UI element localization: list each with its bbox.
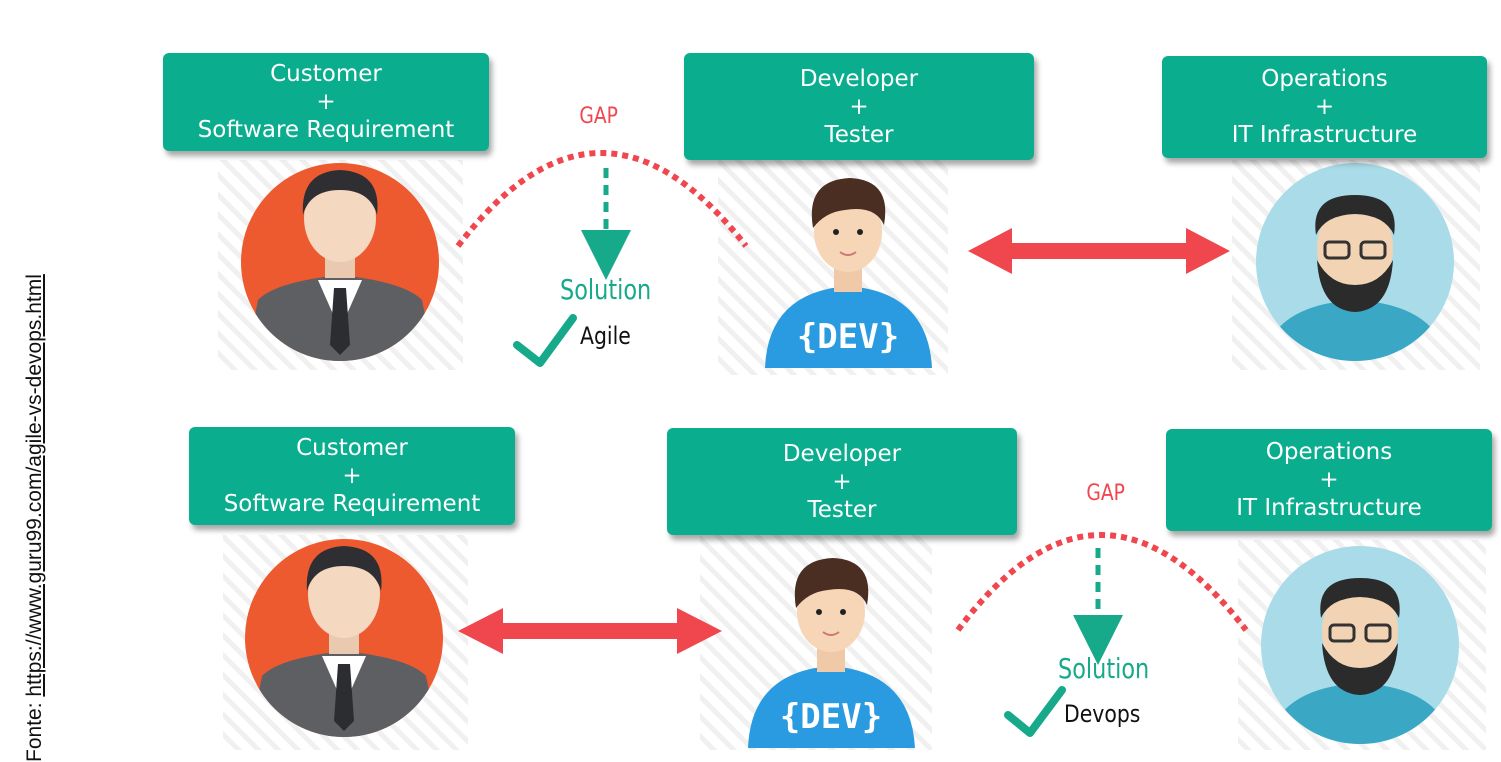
operations-avatar-top [1256,163,1454,361]
gap-label-bottom: GAP [1086,481,1125,506]
plus-sign: + [832,468,852,495]
plus-sign: + [1314,94,1335,120]
solution-label-top: Solution [560,273,652,306]
dev-badge-bottom: {DEV} [780,697,882,737]
customer-subtitle: Software Requirement [197,117,455,143]
customer-title: Customer [270,61,382,87]
customer-avatar-bottom [245,539,443,737]
plus-sign: + [849,93,869,120]
gap-label-top: GAP [579,104,618,129]
developer-avatar-top [765,178,932,368]
operations-avatar-bottom [1261,546,1459,744]
gap-arc-bottom [955,532,1249,632]
developer-box-bottom: Developer + Tester [667,428,1017,535]
gap-arc-top [455,150,749,248]
check-icon-top [513,314,577,367]
method-label-devops: Devops [1064,700,1141,728]
developer-box-top: Developer + Tester [684,53,1034,160]
plus-sign: + [1319,467,1339,493]
plus-sign: + [342,463,362,489]
customer-subtitle: Software Requirement [223,491,481,517]
check-icon-bottom [1004,686,1066,737]
double-arrow-bottom [458,608,722,654]
customer-avatar-top [241,163,439,361]
operations-box-top: Operations + IT Infrastructure [1162,56,1487,158]
developer-subtitle: Tester [807,496,877,523]
plus-sign: + [316,89,336,115]
operations-box-bottom: Operations + IT Infrastructure [1166,429,1492,531]
operations-subtitle: IT Infrastructure [1236,495,1422,521]
operations-title: Operations [1261,66,1388,92]
developer-avatar-bottom [748,558,915,748]
method-label-agile: Agile [580,322,631,350]
operations-title: Operations [1265,439,1393,465]
developer-subtitle: Tester [824,121,894,148]
customer-title: Customer [296,435,408,461]
customer-box-bottom: Customer + Software Requirement [189,427,515,525]
developer-title: Developer [782,440,902,467]
dev-badge-top: {DEV} [797,317,899,357]
operations-subtitle: IT Infrastructure [1231,122,1418,148]
solution-label-bottom: Solution [1058,652,1150,685]
double-arrow-top [968,228,1230,274]
customer-box-top: Customer + Software Requirement [163,53,489,151]
developer-title: Developer [799,65,919,92]
